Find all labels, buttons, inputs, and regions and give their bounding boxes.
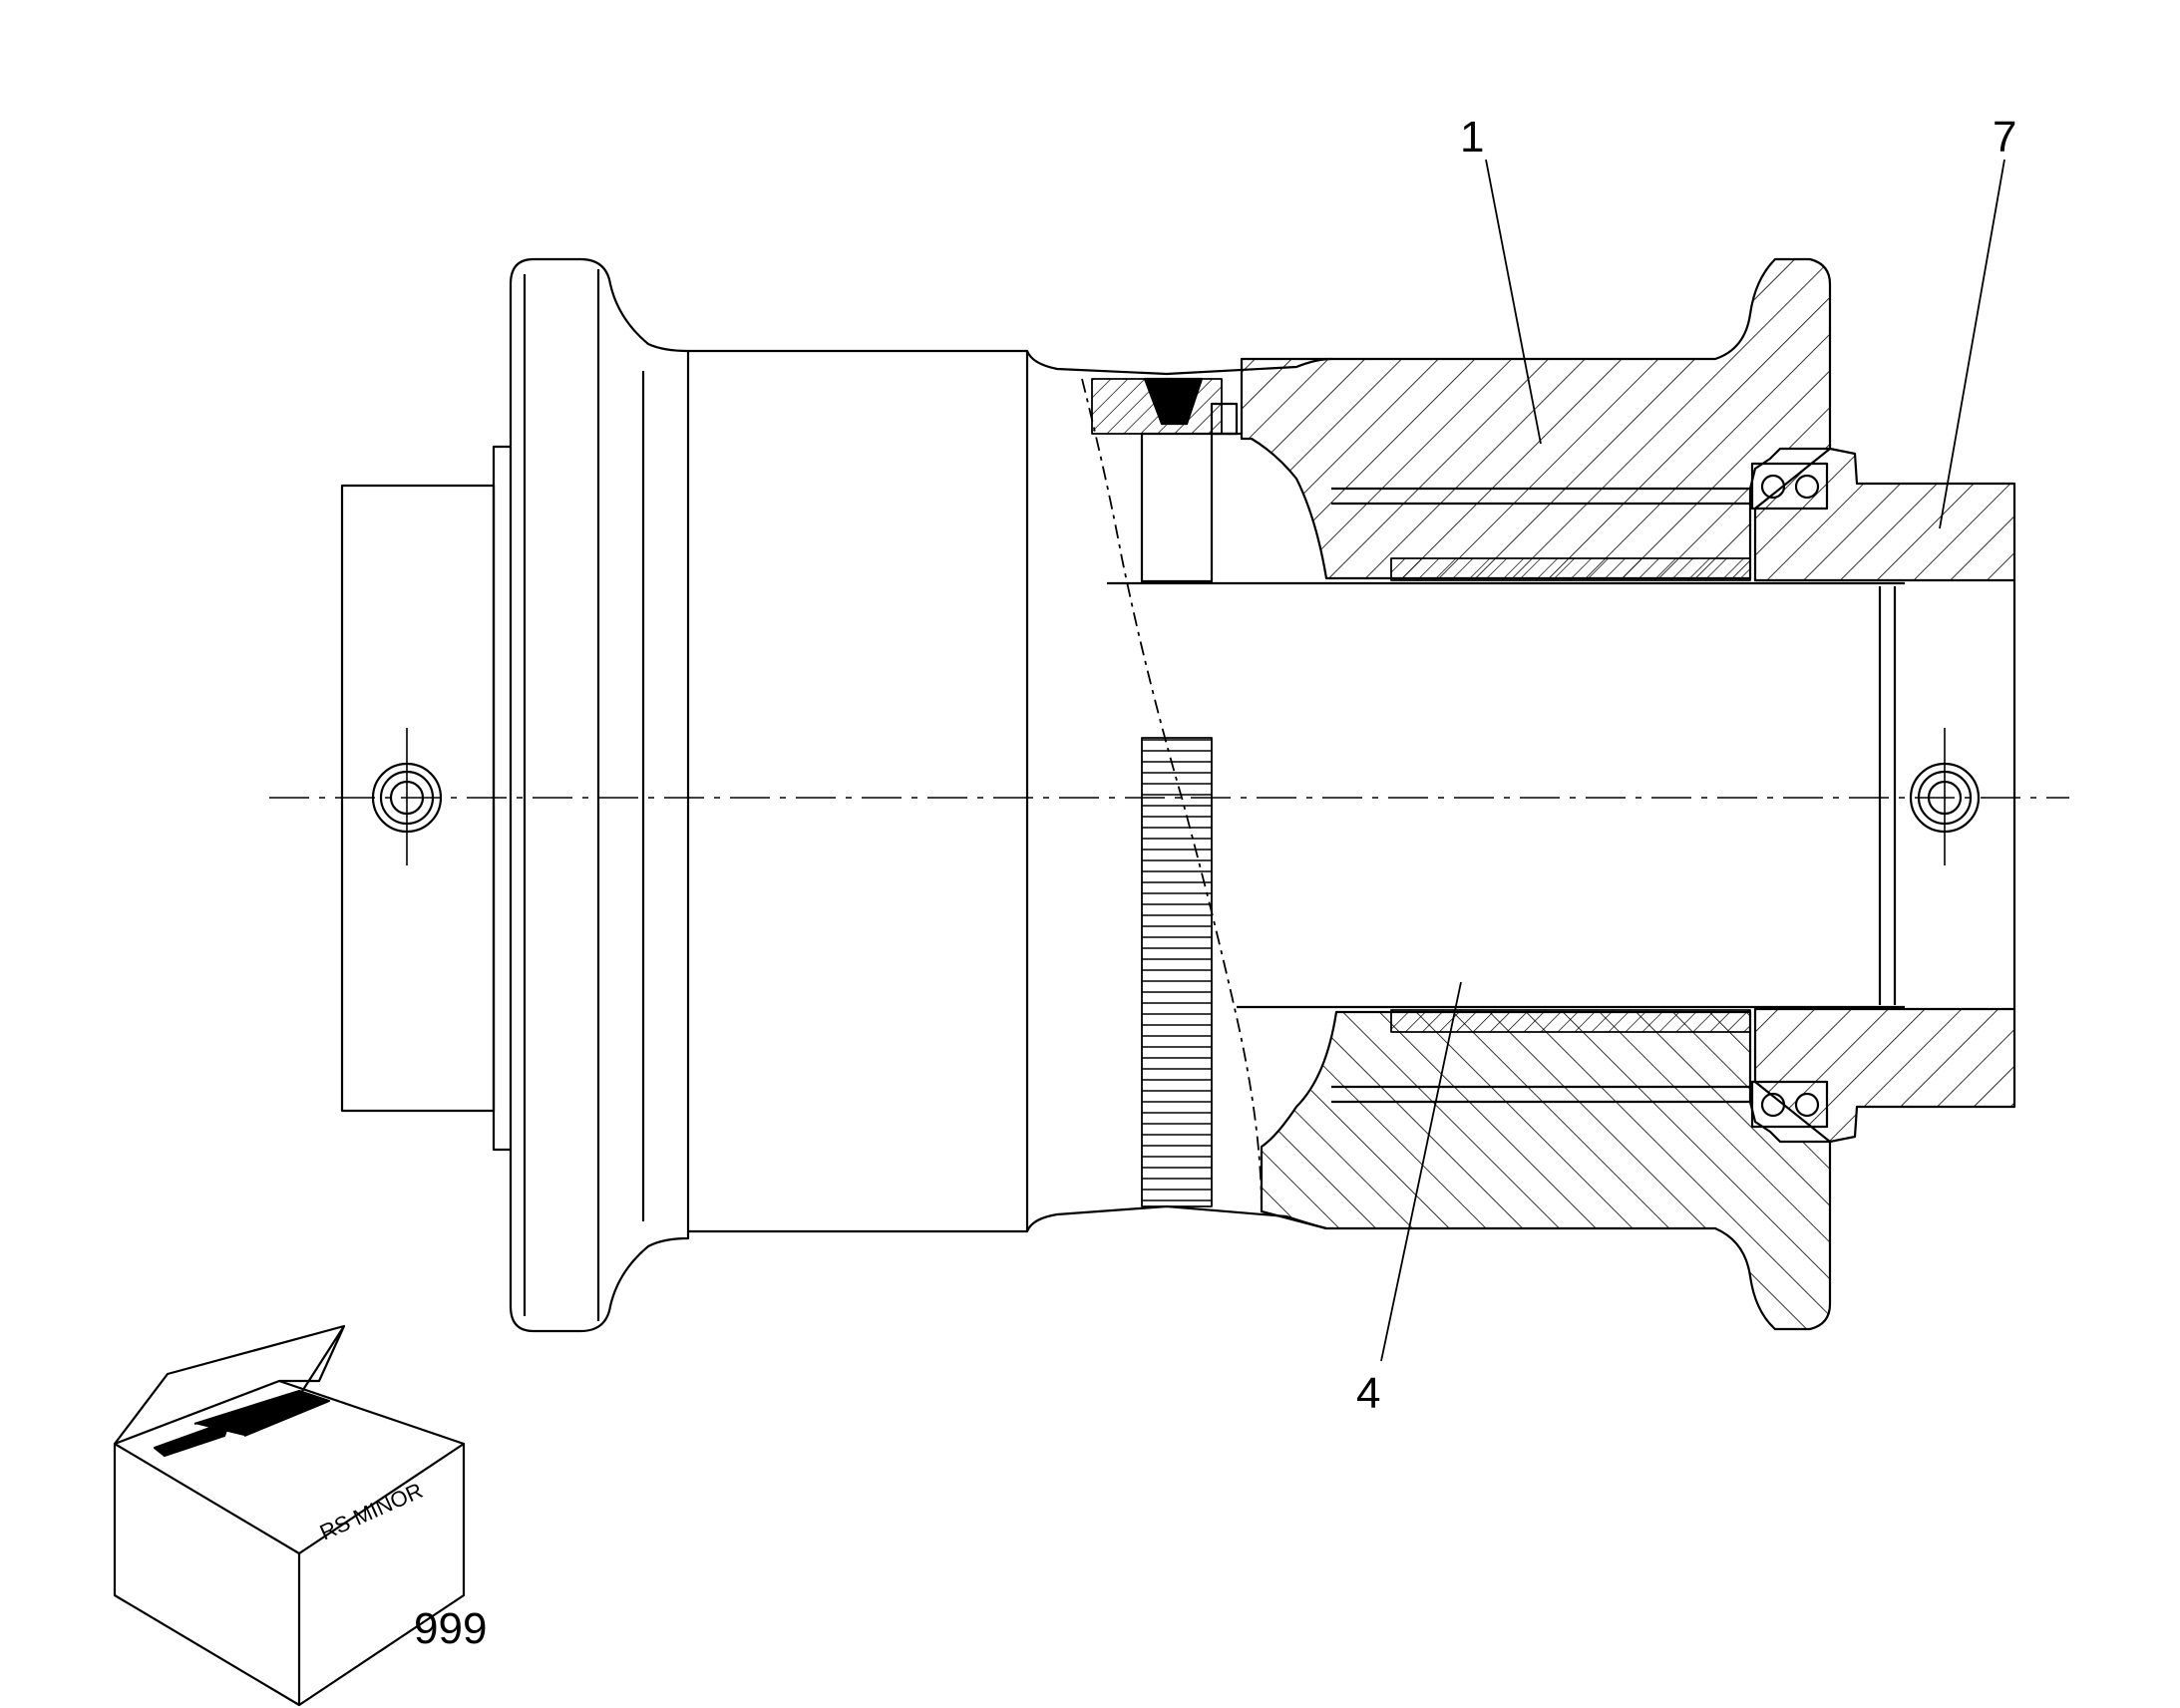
box-label: RS MINOR (316, 1478, 427, 1545)
pin-left-icon (371, 728, 443, 865)
leader-7 (1939, 159, 2005, 529)
callout-1: 1 (1460, 113, 1484, 162)
thread-region (1141, 737, 1213, 1207)
inner-spacer (1140, 432, 1214, 583)
left-cap-step (492, 445, 513, 1152)
callout-4: 4 (1356, 1369, 1380, 1418)
pin-right-icon (1909, 728, 1981, 865)
callout-7: 7 (1993, 113, 2016, 162)
box-icon (113, 1324, 466, 1707)
sleeve-top (1390, 557, 1751, 581)
callout-999: 999 (414, 1604, 487, 1653)
housing-bottom (1260, 1010, 1832, 1331)
leader-4 (1380, 981, 1462, 1362)
leader-1 (1485, 159, 1542, 445)
seal-ring (1091, 378, 1223, 435)
left-flange (509, 257, 690, 1333)
end-cap-bottom (1753, 1007, 2016, 1144)
main-body (688, 349, 1029, 1233)
end-cap-top (1753, 447, 2016, 582)
sleeve-bottom (1390, 1009, 1751, 1033)
